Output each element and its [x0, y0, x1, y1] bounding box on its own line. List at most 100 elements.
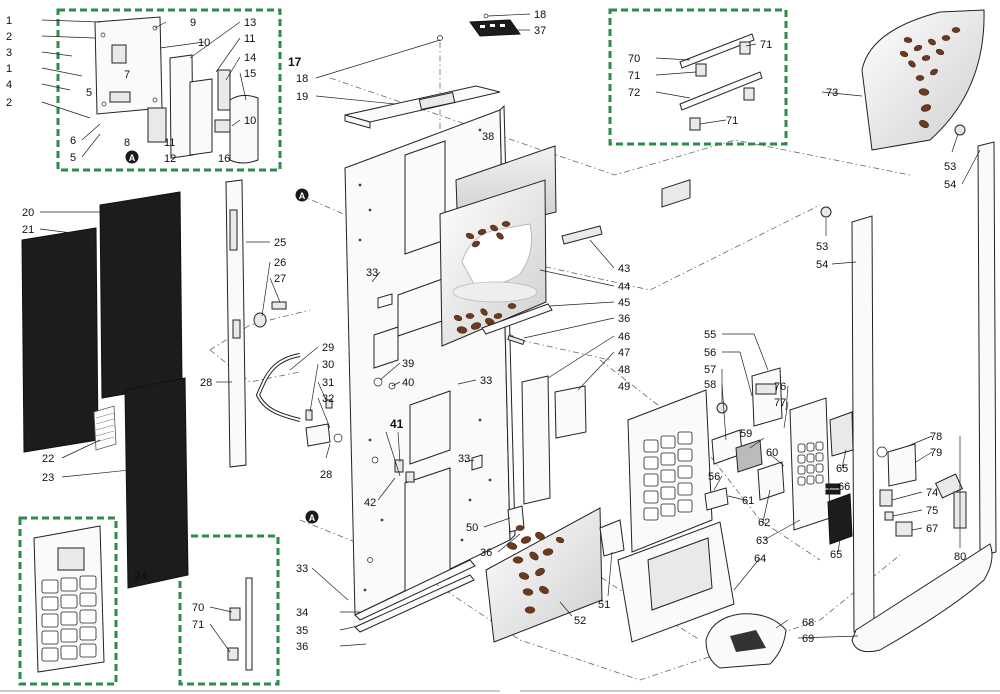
keypad-button: [797, 476, 806, 486]
group-box-70-71: [178, 534, 280, 686]
keypad-button: [797, 465, 806, 475]
keypad-button: [643, 490, 659, 504]
coffee-bean: [501, 221, 511, 227]
callout-52: 52: [574, 615, 586, 627]
keypad-button: [797, 454, 806, 464]
coffee-bean: [493, 313, 503, 319]
coffee-bean: [919, 119, 929, 129]
callout-65b: 65: [830, 549, 842, 561]
screw-hole: [488, 478, 492, 482]
callout-62: 62: [758, 517, 770, 529]
callout-48: 48: [618, 364, 630, 376]
callout-71d: 71: [192, 619, 204, 631]
keypad-button: [677, 465, 693, 479]
callout-54b: 54: [816, 259, 828, 271]
callout-47: 47: [618, 347, 630, 359]
coffee-bean: [520, 536, 532, 544]
callout-56: 56: [704, 347, 716, 359]
callout-24: 24: [134, 569, 148, 583]
keypad-button: [41, 630, 59, 645]
callout-51: 51: [598, 599, 610, 611]
leader-lines-20-23: [39, 211, 131, 478]
keypad-button: [660, 469, 676, 483]
keypad-button: [643, 473, 659, 487]
svg-text:A: A: [309, 513, 316, 523]
hose-fitting-assembly: [255, 353, 343, 447]
callout-10: 10: [198, 37, 210, 49]
screw-hole: [363, 588, 367, 592]
marker-a-left-1: A: [295, 188, 309, 202]
screw-hole: [380, 518, 384, 522]
callout-36c: 36: [618, 313, 630, 325]
callout-71: 71: [628, 70, 640, 82]
coffee-beans-52: [506, 525, 565, 614]
coffee-bean: [921, 55, 931, 61]
marker-a-left-2: A: [305, 510, 319, 524]
coffee-bean: [522, 588, 534, 596]
callout-76: 76: [774, 381, 786, 393]
keypad-button: [79, 575, 97, 590]
callout-2b: 2: [6, 97, 12, 109]
callout-31: 31: [322, 377, 334, 389]
callout-71c: 71: [726, 115, 738, 127]
coffee-image-panel-44: [439, 179, 547, 347]
callout-68: 68: [802, 617, 814, 629]
callout-36b: 36: [296, 641, 308, 653]
callout-64: 64: [754, 553, 766, 565]
callout-54: 54: [944, 179, 956, 191]
callout-58: 58: [704, 379, 716, 391]
keypad-button: [79, 609, 97, 624]
keypad-button: [643, 439, 659, 453]
keypad-button: [60, 577, 78, 592]
coffee-bean: [930, 68, 938, 76]
callout-79: 79: [930, 447, 942, 459]
marker-a-top: A: [125, 150, 139, 164]
callout-72: 72: [628, 87, 640, 99]
callout-46: 46: [618, 331, 630, 343]
keypad-button: [806, 442, 815, 452]
callout-1b: 1: [6, 63, 12, 75]
leader-lines-46-47: [547, 335, 615, 391]
card-reader-parts-65-67: [825, 411, 967, 545]
left-rail: [225, 179, 287, 468]
coffee-bean: [539, 585, 549, 595]
callout-60: 60: [766, 447, 778, 459]
coffee-bean: [918, 88, 930, 96]
callout-77: 77: [774, 397, 786, 409]
logo-plate-43: [561, 225, 603, 245]
callout-53b: 53: [816, 241, 828, 253]
screw-hole: [358, 183, 362, 187]
coffee-bean: [529, 551, 539, 561]
callout-29: 29: [322, 342, 334, 354]
keypad-button: [660, 503, 676, 517]
keypad-button: [797, 443, 806, 453]
keypad-button: [815, 463, 824, 473]
callout-11: 11: [164, 137, 175, 149]
callout-21: 21: [22, 224, 34, 236]
callout-65: 65: [836, 463, 848, 475]
keypad-button: [643, 456, 659, 470]
callout-55: 55: [704, 329, 716, 341]
coffee-bean: [470, 322, 482, 330]
callout-26: 26: [274, 257, 286, 269]
callout-11b: 11: [244, 33, 255, 45]
drip-tray-68: [705, 613, 787, 669]
callout-4: 4: [6, 79, 12, 91]
callout-41: 41: [390, 417, 404, 431]
coffee-bean: [496, 232, 504, 240]
keypad-button: [79, 592, 97, 607]
hinge-assembly-70-72: [679, 33, 763, 131]
hinge-assembly-70-71: [227, 577, 253, 671]
keypad-button: [660, 486, 676, 500]
callout-43: 43: [618, 263, 630, 275]
keypad-button: [41, 596, 59, 611]
callout-35: 35: [296, 625, 308, 637]
callout-15: 15: [244, 68, 256, 80]
keypad-button: [815, 441, 824, 451]
keypad-button: [79, 626, 97, 641]
callout-75: 75: [926, 505, 938, 517]
callout-40: 40: [402, 377, 414, 389]
callout-25: 25: [274, 237, 286, 249]
card-reader-55-63: [704, 367, 831, 531]
coffee-bean: [913, 44, 923, 52]
